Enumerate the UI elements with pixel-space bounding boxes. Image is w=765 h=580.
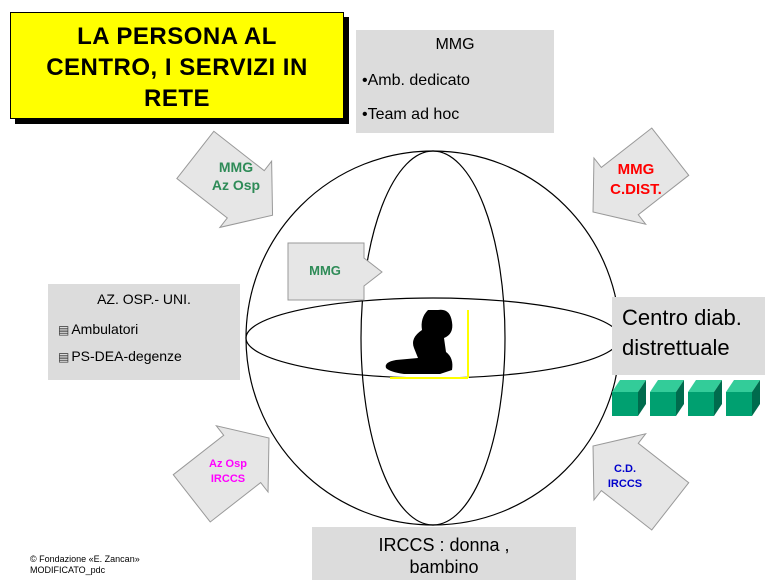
sphere-meridian xyxy=(360,150,506,526)
az-osp-box-item-label: PS-DEA-degenze xyxy=(71,348,182,364)
arrow-mmg-cdist-shape xyxy=(592,127,690,225)
page-title: LA PERSONA AL CENTRO, I SERVIZI IN RETE xyxy=(11,21,343,114)
copyright-note: © Fondazione «E. Zancan» MODIFICATO_pdc xyxy=(30,554,140,576)
person-silhouette-icon xyxy=(385,309,469,379)
az-osp-box: AZ. OSP.- UNI. ▤Ambulatori ▤PS-DEA-degen… xyxy=(48,284,240,380)
title-box: LA PERSONA AL CENTRO, I SERVIZI IN RETE xyxy=(10,12,344,119)
arrow-azosp-irccs-shape xyxy=(172,425,270,523)
arrow-label-line: IRCCS xyxy=(210,473,246,485)
irccs-line: IRCCS : donna , xyxy=(378,535,510,555)
green-block xyxy=(726,380,760,416)
arrow-cd-irccs-shape xyxy=(592,433,690,531)
centro-diab-text: Centro diab. distrettuale xyxy=(622,303,742,363)
arrow-inner-mmg-label: MMG xyxy=(290,262,360,280)
mmg-box-item: •Team ad hoc xyxy=(362,106,460,123)
az-osp-box-item-label: Ambulatori xyxy=(71,321,139,337)
centro-diab-line: distrettuale xyxy=(622,335,730,360)
title-line: RETE xyxy=(143,85,210,112)
title-line: CENTRO, I SERVIZI IN xyxy=(46,54,308,81)
az-osp-box-title: AZ. OSP.- UNI. xyxy=(97,291,191,307)
title-line: LA PERSONA AL xyxy=(77,23,277,50)
arrow-label-line: C.D. xyxy=(614,463,636,475)
arrow-label-line: IRCCS xyxy=(607,478,643,490)
copyright-line: MODIFICATO_pdc xyxy=(30,565,106,575)
green-block xyxy=(612,380,646,416)
arrow-label-line: C.DIST. xyxy=(610,181,662,198)
arrow-inner-mmg-shape xyxy=(287,242,383,301)
arrow-label-line: Az Osp xyxy=(209,458,247,470)
mmg-box: MMG •Amb. dedicato •Team ad hoc xyxy=(356,30,554,133)
irccs-line: bambino xyxy=(409,557,479,577)
arrow-label-line: Az Osp xyxy=(211,177,261,193)
mmg-box-item: •Amb. dedicato xyxy=(362,72,470,89)
green-blocks xyxy=(612,380,760,416)
arrow-mmg-azosp-label: MMG Az Osp xyxy=(206,158,266,194)
centro-diab-box: Centro diab. distrettuale xyxy=(612,297,765,375)
list-bullet-icon: ▤ xyxy=(58,350,70,364)
list-bullet-icon: ▤ xyxy=(58,323,70,337)
az-osp-box-item: ▤Ambulatori xyxy=(58,321,138,337)
centro-diab-line: Centro diab. xyxy=(622,305,742,330)
arrow-cd-irccs-label: C.D. IRCCS xyxy=(600,462,650,492)
arrow-label-line: MMG xyxy=(309,263,341,278)
arrow-azosp-irccs-label: Az Osp IRCCS xyxy=(198,457,258,487)
az-osp-box-item: ▤PS-DEA-degenze xyxy=(58,348,182,364)
mmg-box-title: MMG xyxy=(435,36,475,53)
arrow-label-line: MMG xyxy=(617,161,655,178)
arrow-mmg-cdist-label: MMG C.DIST. xyxy=(598,160,674,200)
arrow-mmg-azosp-shape xyxy=(176,130,274,229)
irccs-box: IRCCS : donna , bambino xyxy=(312,527,576,580)
irccs-text: IRCCS : donna , bambino xyxy=(312,534,576,578)
green-block xyxy=(688,380,722,416)
green-block xyxy=(650,380,684,416)
arrow-label-line: MMG xyxy=(218,159,254,175)
copyright-line: © Fondazione «E. Zancan» xyxy=(30,554,140,564)
